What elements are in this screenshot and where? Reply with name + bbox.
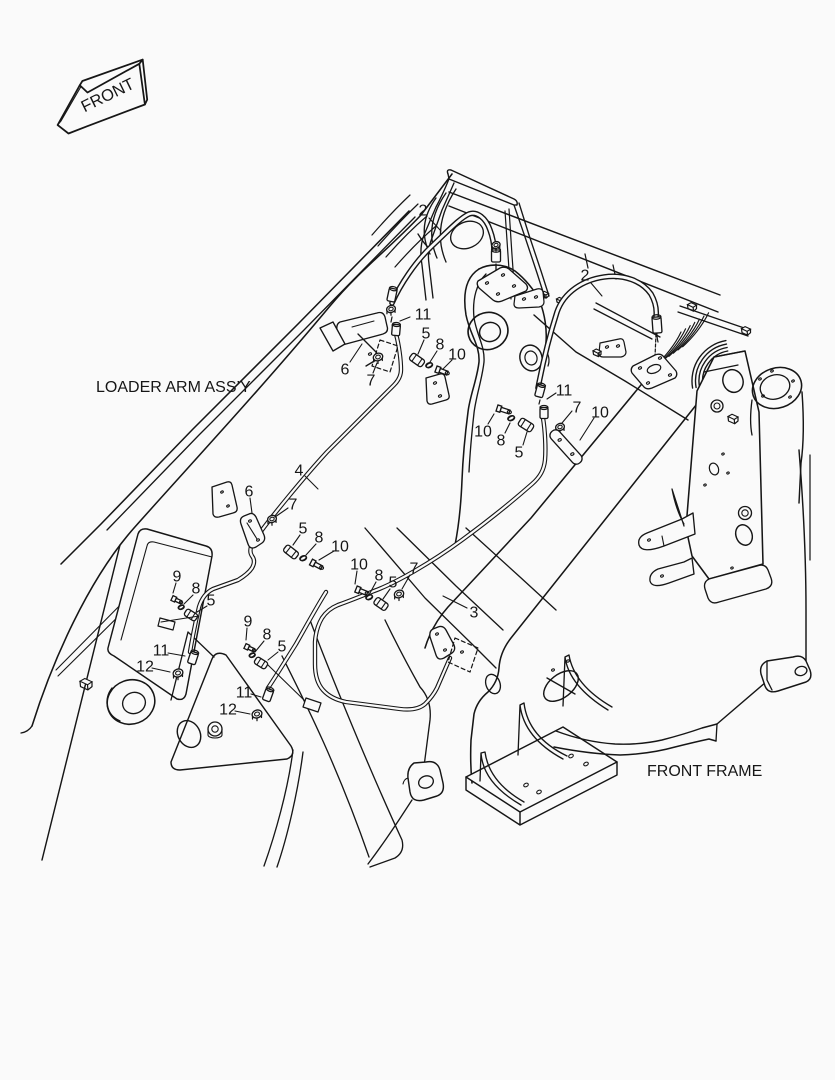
svg-text:11: 11 (236, 685, 253, 702)
svg-text:5: 5 (278, 639, 287, 656)
svg-text:8: 8 (436, 337, 445, 354)
svg-text:11: 11 (153, 643, 170, 660)
svg-text:5: 5 (207, 593, 216, 610)
svg-text:11: 11 (415, 307, 432, 324)
svg-text:8: 8 (192, 581, 201, 598)
svg-text:5: 5 (422, 326, 431, 343)
svg-text:6: 6 (341, 362, 350, 379)
svg-text:12: 12 (219, 702, 237, 719)
svg-text:5: 5 (515, 445, 524, 462)
svg-text:8: 8 (497, 433, 506, 450)
svg-text:2: 2 (419, 203, 428, 220)
svg-text:5: 5 (389, 575, 398, 592)
svg-text:3: 3 (470, 605, 479, 622)
svg-text:9: 9 (244, 614, 253, 631)
svg-text:2: 2 (581, 268, 590, 285)
svg-text:6: 6 (245, 484, 254, 501)
svg-text:7: 7 (367, 373, 376, 390)
svg-text:9: 9 (173, 569, 182, 586)
svg-text:FRONT FRAME: FRONT FRAME (647, 763, 762, 780)
svg-text:8: 8 (315, 530, 324, 547)
svg-text:4: 4 (295, 463, 304, 480)
svg-text:8: 8 (263, 627, 272, 644)
svg-text:10: 10 (474, 424, 492, 441)
svg-text:12: 12 (136, 659, 154, 676)
svg-text:10: 10 (331, 539, 349, 556)
svg-text:10: 10 (350, 557, 368, 574)
svg-text:LOADER ARM ASS’Y: LOADER ARM ASS’Y (96, 379, 251, 396)
svg-text:10: 10 (448, 347, 466, 364)
svg-text:7: 7 (410, 561, 419, 578)
svg-text:11: 11 (556, 383, 573, 400)
svg-text:7: 7 (573, 400, 582, 417)
svg-text:8: 8 (375, 568, 384, 585)
svg-text:10: 10 (591, 405, 609, 422)
svg-text:7: 7 (289, 497, 298, 514)
svg-text:5: 5 (299, 521, 308, 538)
